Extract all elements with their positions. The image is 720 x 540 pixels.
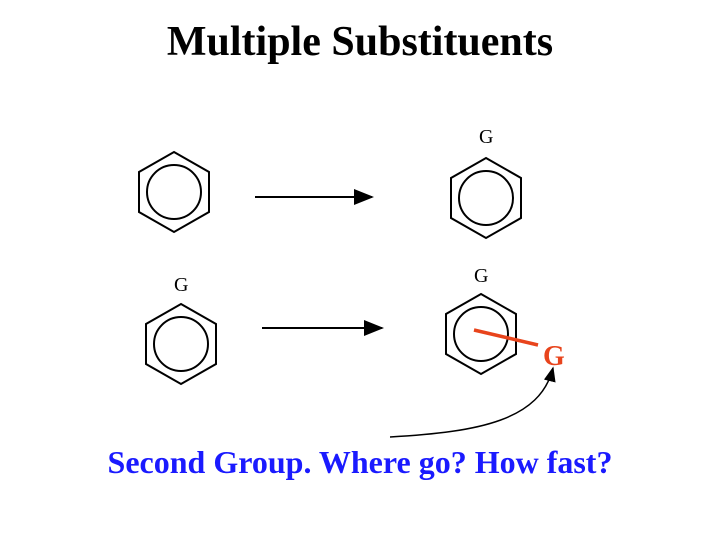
- slide-caption: Second Group. Where go? How fast?: [107, 444, 613, 480]
- benzene-ring-1: [138, 150, 210, 234]
- slide-title: Multiple Substituents: [166, 19, 554, 65]
- substituted-benzene-ring-3: [445, 292, 517, 376]
- substituted-benzene-ring-1: [450, 156, 522, 240]
- curved-arrow: [389, 366, 556, 438]
- substituent-label-3: G: [474, 265, 488, 287]
- second-group-label: G: [543, 341, 565, 372]
- substituent-label-2: G: [174, 274, 188, 296]
- substituent-label-1: G: [479, 126, 493, 148]
- second-group-bond: [473, 328, 539, 347]
- substituted-benzene-ring-2: [145, 302, 217, 386]
